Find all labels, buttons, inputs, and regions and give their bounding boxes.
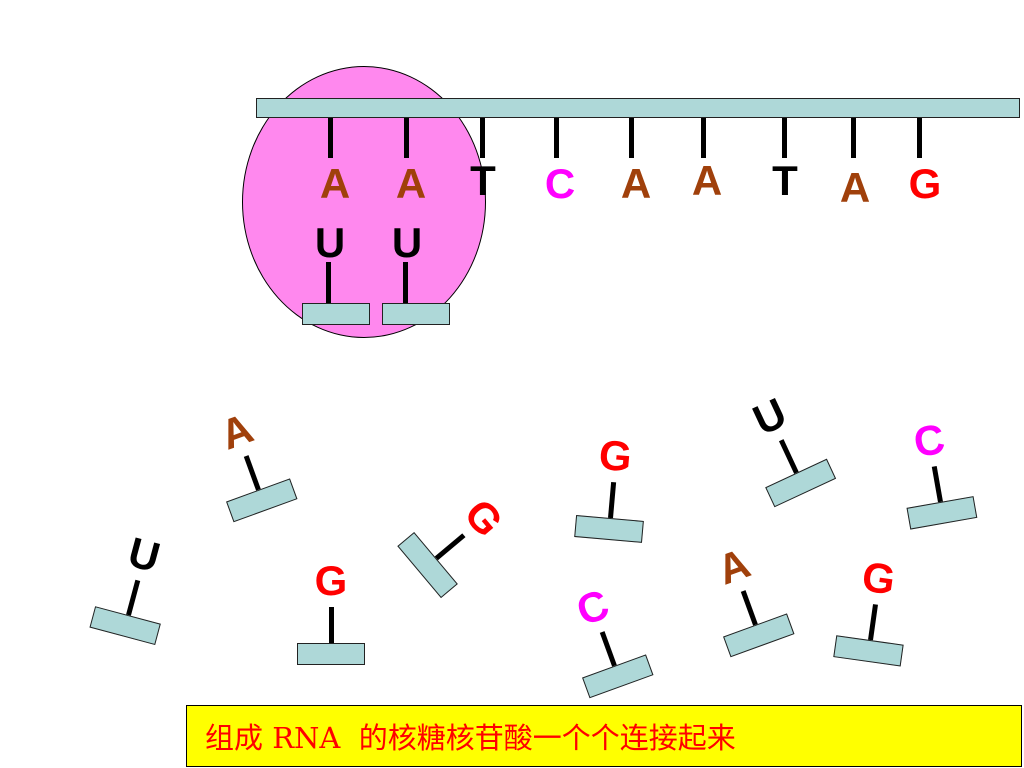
free-nucleotide-stick — [867, 604, 878, 641]
free-nucleotide-sugar — [297, 643, 365, 665]
free-nucleotide-sugar — [397, 531, 458, 599]
template-stick — [554, 118, 559, 158]
free-nucleotide-stick — [931, 466, 943, 503]
free-nucleotide-stick — [607, 481, 616, 519]
template-base: G — [908, 160, 942, 207]
free-nucleotide-stick — [599, 631, 617, 667]
template-base: T — [772, 157, 798, 204]
rna-paired-sugar — [302, 303, 370, 325]
free-nucleotide-base: G — [859, 552, 899, 604]
template-stick — [917, 118, 922, 158]
rna-paired-sugar — [382, 303, 450, 325]
rna-paired-stick — [326, 262, 331, 304]
free-nucleotide-sugar — [906, 496, 978, 530]
template-stick — [404, 118, 409, 158]
template-base: T — [470, 157, 496, 204]
free-nucleotide-base: G — [314, 557, 348, 604]
free-nucleotide-stick — [740, 590, 758, 626]
dna-template-strand — [256, 98, 1020, 118]
free-nucleotide-base: A — [214, 403, 259, 459]
template-stick — [782, 118, 787, 158]
template-stick — [701, 118, 706, 158]
free-nucleotide-stick — [243, 455, 261, 491]
template-stick — [629, 118, 634, 158]
template-base: A — [839, 164, 871, 211]
free-nucleotide-sugar — [723, 613, 795, 658]
free-nucleotide-base: U — [745, 388, 794, 445]
rna-paired-base: U — [314, 219, 346, 266]
free-nucleotide-sugar — [833, 635, 904, 667]
template-stick — [480, 118, 485, 158]
template-base: A — [395, 160, 427, 207]
caption-box: 组成 RNA 的核糖核苷酸一个个连接起来 — [186, 705, 1022, 767]
template-base: C — [544, 160, 576, 207]
template-base: A — [319, 160, 351, 207]
rna-paired-stick — [403, 262, 408, 304]
template-base: A — [620, 160, 652, 207]
free-nucleotide-sugar — [226, 478, 298, 523]
free-nucleotide-base: C — [910, 414, 949, 467]
free-nucleotide-stick — [328, 607, 334, 643]
free-nucleotide-base: G — [597, 430, 634, 481]
template-stick — [851, 118, 856, 158]
free-nucleotide-sugar — [765, 458, 837, 508]
free-nucleotide-sugar — [582, 654, 654, 699]
free-nucleotide-stick — [125, 579, 140, 616]
free-nucleotide-base: C — [570, 579, 615, 635]
free-nucleotide-stick — [434, 532, 466, 560]
caption-text: 组成 RNA 的核糖核苷酸一个个连接起来 — [205, 721, 736, 755]
free-nucleotide-sugar — [574, 515, 644, 543]
rna-paired-base: U — [391, 219, 423, 266]
free-nucleotide-base: A — [711, 538, 756, 594]
free-nucleotide-stick — [778, 439, 799, 475]
free-nucleotide-base: U — [123, 528, 165, 582]
template-stick — [328, 118, 333, 158]
template-base: A — [691, 157, 723, 204]
